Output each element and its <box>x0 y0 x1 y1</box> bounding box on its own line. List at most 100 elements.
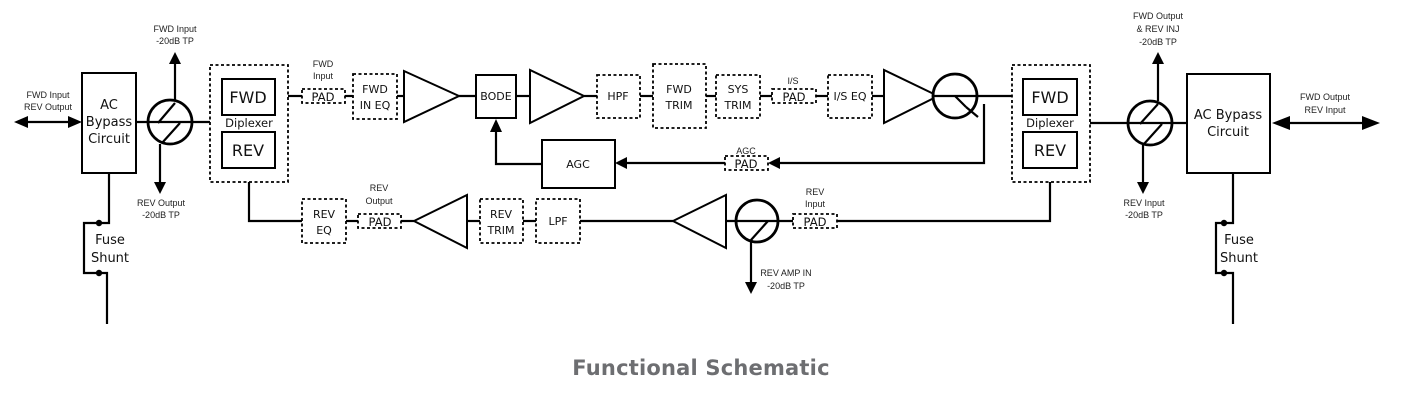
left-diplexer-fwd: FWD <box>229 88 266 107</box>
left-port-label-line1: FWD Input <box>26 90 70 100</box>
fwd-interstage-amplifier-icon <box>529 68 587 125</box>
fwd-in-eq: FWD IN EQ <box>352 73 398 120</box>
agc-pad-arrow-icon <box>768 157 780 169</box>
agc-pad-text: PAD <box>735 157 758 171</box>
is-pad-text: PAD <box>783 90 806 104</box>
rev-input-pad: REV Input PAD <box>792 187 838 229</box>
left-diplexer: FWD Diplexer REV <box>209 64 289 183</box>
fwd-input-pad: FWD Input PAD <box>301 59 346 104</box>
rev-trim: REV TRIM <box>479 198 524 244</box>
fwd-input-pad-label-line1: FWD <box>313 59 334 69</box>
bode-equalizer: BODE <box>475 74 517 119</box>
right-ac-bypass-circuit: AC Bypass Circuit <box>1186 73 1271 174</box>
left-port: FWD Input REV Output <box>14 90 82 128</box>
right-tp-top-label-line1: FWD Output <box>1133 11 1184 21</box>
left-directional-coupler-icon <box>146 52 194 194</box>
left-tp-down-arrow-icon <box>154 182 166 194</box>
rev-amp-in-tp-label-line1: REV AMP IN <box>760 268 811 278</box>
rev-output-pad: REV Output PAD <box>357 183 402 229</box>
left-port-arrow-left-icon <box>14 116 28 128</box>
lpf: LPF <box>535 198 581 244</box>
right-directional-coupler-icon <box>1126 52 1174 194</box>
rev-amp-in-tp-label-line2: -20dB TP <box>767 281 805 291</box>
left-fuse-label-line1: Fuse <box>95 233 125 248</box>
left-tp-bottom-label-line2: -20dB TP <box>142 210 180 220</box>
fwd-trim: FWD TRIM <box>652 63 707 129</box>
bode-label: BODE <box>480 90 511 103</box>
fwd-in-eq-line1: FWD <box>362 83 388 96</box>
left-ac-bypass-line3: Circuit <box>88 132 130 147</box>
right-port: FWD Output REV Input <box>1272 92 1380 130</box>
rev-input-pad-label-line2: Input <box>805 199 826 209</box>
left-diplexer-label: Diplexer <box>225 116 273 130</box>
rev-input-pad-text: PAD <box>804 215 827 229</box>
left-fuse-label-line2: Shunt <box>91 251 129 266</box>
right-ac-bypass-line2: Circuit <box>1207 125 1249 140</box>
fwd-input-amplifier-icon <box>403 69 462 124</box>
left-ac-bypass-line1: AC <box>100 98 118 113</box>
agc-block: AGC <box>541 139 616 189</box>
is-eq-label: I/S EQ <box>833 90 866 103</box>
right-tp-up-arrow-icon <box>1152 52 1164 64</box>
right-diplexer: FWD Diplexer REV <box>1011 64 1091 183</box>
left-tp-top-label-line1: FWD Input <box>153 24 197 34</box>
hpf-label: HPF <box>607 90 628 103</box>
is-pad-label: I/S <box>787 76 798 86</box>
sys-trim: SYS TRIM <box>715 74 761 119</box>
lpf-label: LPF <box>548 215 567 228</box>
right-port-label-line1: FWD Output <box>1300 92 1351 102</box>
rev-eq-line2: EQ <box>316 224 332 237</box>
rev-output-pad-text: PAD <box>369 215 392 229</box>
left-port-label-line2: REV Output <box>24 102 73 112</box>
right-tp-top-label-line2: & REV INJ <box>1136 24 1179 34</box>
right-diplexer-rev: REV <box>1034 141 1066 160</box>
fwd-in-eq-line2: IN EQ <box>360 99 391 112</box>
left-ac-bypass-line2: Bypass <box>86 115 133 130</box>
right-fuse-shunt: Fuse Shunt <box>1214 173 1258 324</box>
rev-amp-in-tp-arrow-icon <box>745 282 757 294</box>
sys-trim-line1: SYS <box>728 83 749 96</box>
right-diplexer-label: Diplexer <box>1026 116 1074 130</box>
right-fuse-label-line2: Shunt <box>1220 251 1258 266</box>
right-port-arrow-right-icon <box>1362 116 1380 130</box>
bode-control-arrow-icon <box>490 119 502 132</box>
right-tp-top-label-line3: -20dB TP <box>1139 37 1177 47</box>
rev-input-pad-label-line1: REV <box>806 187 825 197</box>
left-diplexer-rev: REV <box>232 141 264 160</box>
is-eq: I/S EQ <box>827 74 873 119</box>
left-fuse-shunt: Fuse Shunt <box>82 173 129 324</box>
rev-eq-line1: REV <box>313 208 336 221</box>
right-diplexer-fwd: FWD <box>1031 88 1068 107</box>
agc-label: AGC <box>566 158 590 171</box>
rev-eq: REV EQ <box>301 198 347 244</box>
right-tp-bottom-label-line1: REV Input <box>1123 198 1165 208</box>
hpf: HPF <box>596 74 641 119</box>
rev-trim-line2: TRIM <box>486 224 514 237</box>
left-tp-up-arrow-icon <box>169 52 181 64</box>
right-ac-bypass-line1: AC Bypass <box>1194 108 1262 123</box>
rev-amp-in-coupler-icon <box>734 198 780 283</box>
rev-output-amplifier-icon <box>411 193 468 250</box>
fwd-trim-line2: TRIM <box>664 99 692 112</box>
rev-input-amplifier-icon <box>670 193 727 250</box>
fwd-input-pad-label-line2: Input <box>313 71 334 81</box>
agc-pad-label: AGC <box>736 146 756 156</box>
rev-output-pad-label-line2: Output <box>365 196 393 206</box>
is-pad: I/S PAD <box>771 76 817 104</box>
right-tp-bottom-label-line2: -20dB TP <box>1125 210 1163 220</box>
agc-input-arrow-icon <box>615 157 627 169</box>
right-tp-down-arrow-icon <box>1137 182 1149 194</box>
fwd-output-coupler-icon <box>931 72 979 120</box>
left-ac-bypass-circuit: AC Bypass Circuit <box>81 72 137 174</box>
right-port-arrow-left-icon <box>1272 116 1290 130</box>
right-fuse-label-line1: Fuse <box>1224 233 1254 248</box>
fwd-input-pad-text: PAD <box>312 90 335 104</box>
left-tp-bottom-label-line1: REV Output <box>137 198 186 208</box>
rev-output-pad-label-line1: REV <box>370 183 389 193</box>
agc-pad: AGC PAD <box>724 146 769 171</box>
right-port-label-line2: REV Input <box>1304 105 1346 115</box>
left-port-arrow-right-icon <box>68 116 82 128</box>
fwd-output-amplifier-icon <box>883 68 941 125</box>
rev-trim-line1: REV <box>490 208 513 221</box>
